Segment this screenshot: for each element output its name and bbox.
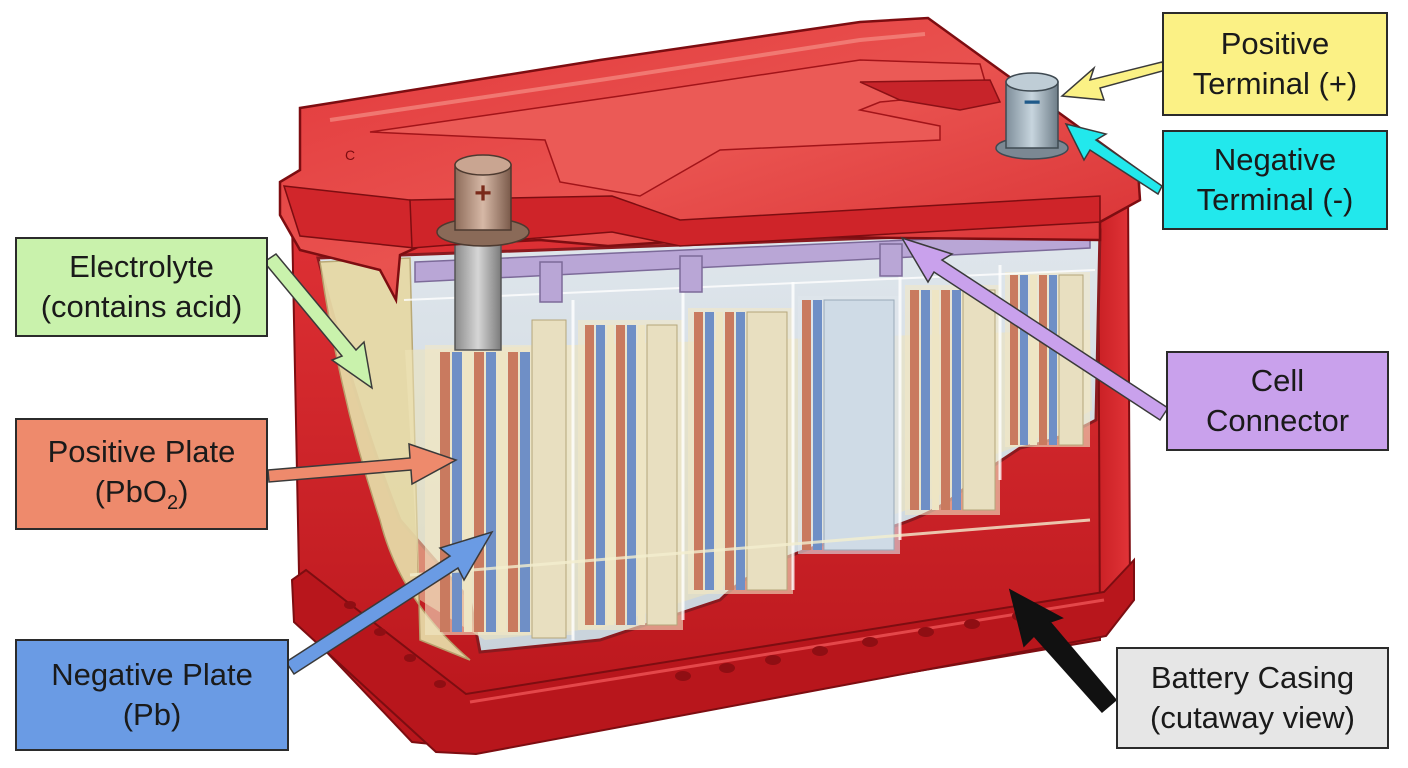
cell-4 [798, 296, 900, 554]
negative-terminal-symbol: − [1023, 86, 1041, 119]
label-battery-casing-line2: (cutaway view) [1150, 700, 1355, 735]
label-negative-plate: Negative Plate (Pb) [15, 639, 289, 751]
cell-1 [425, 319, 573, 639]
positive-terminal-post: + [436, 154, 530, 247]
cell-5 [905, 285, 1000, 515]
callout-arrows [262, 61, 1170, 714]
label-cell-connector-line2: Connector [1205, 403, 1350, 438]
label-cell-connector: Cell Connector [1166, 351, 1389, 451]
label-positive-terminal-line1: Positive [1220, 25, 1330, 61]
positive-terminal-symbol: + [474, 177, 492, 210]
negative-terminal-post: − [995, 72, 1069, 160]
svg-text:C: C [345, 147, 355, 163]
label-battery-casing-line1: Battery Casing [1150, 659, 1355, 695]
arrow-positive-plate [267, 442, 458, 486]
arrow-negative-plate [284, 530, 494, 676]
arrow-positive-terminal [1060, 61, 1168, 101]
label-positive-plate-formula-sub: 2 [166, 492, 179, 515]
label-positive-plate-line2: (PbO2) [48, 472, 236, 516]
label-positive-terminal-line2: Terminal (+) [1192, 66, 1358, 101]
label-positive-plate-formula-post: ) [178, 474, 189, 510]
arrow-electrolyte [262, 253, 374, 390]
label-positive-plate-line1: Positive Plate [47, 433, 236, 469]
label-negative-terminal-line2: Terminal (-) [1196, 182, 1354, 217]
label-battery-casing: Battery Casing (cutaway view) [1116, 647, 1389, 749]
label-negative-terminal-line1: Negative [1213, 141, 1337, 177]
label-positive-plate: Positive Plate (PbO2) [15, 418, 268, 530]
label-electrolyte: Electrolyte (contains acid) [15, 237, 268, 337]
label-cell-connector-line1: Cell [1250, 362, 1305, 398]
label-negative-terminal: Negative Terminal (-) [1162, 130, 1388, 230]
arrow-negative-terminal [1064, 122, 1163, 196]
label-electrolyte-line2: (contains acid) [40, 289, 243, 324]
arrow-cell-connector [900, 236, 1170, 422]
label-positive-terminal: Positive Terminal (+) [1162, 12, 1388, 116]
label-positive-plate-formula-pre: (PbO [94, 474, 167, 510]
cell-2 [578, 320, 683, 630]
label-negative-plate-line2: (Pb) [122, 697, 182, 732]
arrow-battery-casing [1008, 588, 1118, 714]
label-negative-plate-line1: Negative Plate [51, 656, 253, 692]
label-electrolyte-line1: Electrolyte [69, 248, 214, 284]
